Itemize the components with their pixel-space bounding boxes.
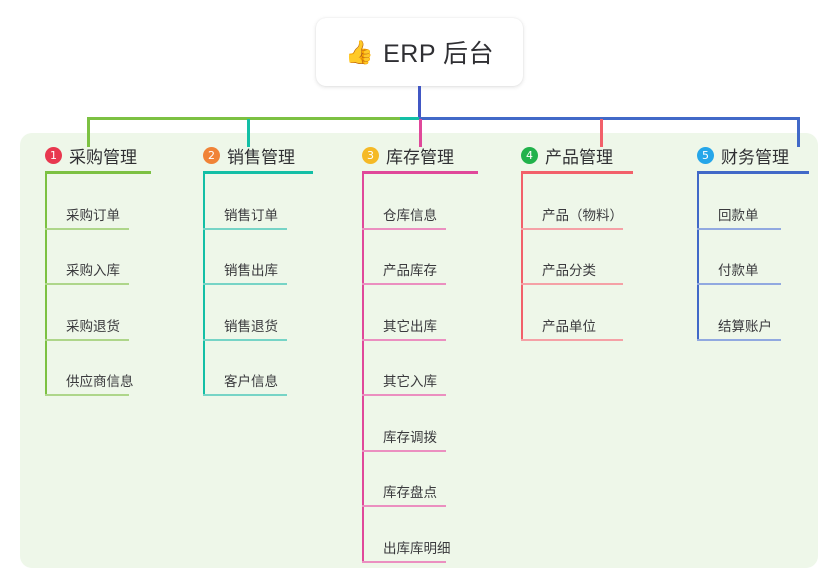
root-node-card[interactable]: 👍 ERP 后台 <box>316 18 523 86</box>
branch-stem <box>521 174 523 341</box>
branch-item-rule <box>362 560 446 563</box>
branch-header-rule <box>45 171 151 174</box>
branch-item-label[interactable]: 销售订单 <box>224 207 278 223</box>
connector-segment <box>87 117 400 120</box>
root-node-title: 👍 ERP 后台 <box>345 34 494 70</box>
branch-header-4[interactable]: 4 产品管理 <box>521 143 613 168</box>
branch-title: 库存管理 <box>386 148 454 167</box>
branch-item-rule <box>203 394 287 396</box>
branch-item-rule <box>362 283 446 285</box>
branch-item-rule <box>362 449 446 452</box>
branch-title: 产品管理 <box>545 148 613 167</box>
branch-item-label[interactable]: 其它出库 <box>383 318 437 334</box>
branch-item-label[interactable]: 产品（物料） <box>542 207 623 223</box>
connector-drop-line <box>419 119 422 147</box>
branch-item-rule <box>362 227 446 230</box>
branch-stem <box>697 174 699 341</box>
branch-item-label[interactable]: 付款单 <box>718 263 759 278</box>
branch-item-rule <box>697 227 781 230</box>
branch-stem <box>362 174 364 563</box>
thumbs-up-icon: 👍 <box>344 38 375 65</box>
branch-header-2[interactable]: 2 销售管理 <box>203 143 295 168</box>
branch-item-label[interactable]: 采购退货 <box>66 318 120 334</box>
branch-item-label[interactable]: 库存调拨 <box>383 429 437 445</box>
branch-item-rule <box>45 227 129 230</box>
branch-item-label[interactable]: 回款单 <box>718 207 759 223</box>
branch-header-rule <box>697 171 809 174</box>
branches-panel: 1 采购管理采购订单采购入库采购退货供应商信息 2 销售管理销售订单销售出库销售退货客… <box>20 133 818 568</box>
branch-stem <box>203 174 205 396</box>
branch-item-rule <box>697 283 781 285</box>
branch-number-badge: 3 <box>362 147 379 164</box>
branch-item-rule <box>203 227 287 230</box>
branch-header-rule <box>203 171 313 174</box>
branch-item-label[interactable]: 产品库存 <box>383 263 437 278</box>
connector-segment <box>419 117 800 120</box>
branch-item-label[interactable]: 产品分类 <box>542 263 596 278</box>
branch-item-label[interactable]: 库存盘点 <box>383 485 437 500</box>
connector-drop-line <box>600 119 603 147</box>
branch-item-rule <box>45 394 129 396</box>
branch-item-rule <box>45 338 129 341</box>
branch-title: 财务管理 <box>721 148 789 167</box>
branch-item-rule <box>521 338 623 341</box>
branch-number-badge: 1 <box>45 147 62 164</box>
branch-item-label[interactable]: 结算账户 <box>718 318 772 334</box>
branch-item-rule <box>45 283 129 285</box>
branch-item-rule <box>362 338 446 341</box>
branch-item-label[interactable]: 供应商信息 <box>66 374 134 389</box>
branch-item-rule <box>203 283 287 285</box>
branch-stem <box>45 174 47 396</box>
connector-drop-line <box>247 119 250 147</box>
branch-item-rule <box>203 338 287 341</box>
branch-item-rule <box>521 283 623 285</box>
branch-item-label[interactable]: 采购入库 <box>66 263 120 278</box>
branch-header-rule <box>362 171 478 174</box>
branch-item-label[interactable]: 仓库信息 <box>383 207 437 223</box>
branch-number-badge: 2 <box>203 147 220 164</box>
branch-item-label[interactable]: 出库库明细 <box>383 540 451 556</box>
branch-title: 销售管理 <box>227 148 295 167</box>
root-title-text: ERP 后台 <box>383 40 495 68</box>
branch-item-rule <box>362 505 446 507</box>
connector-drop-line <box>797 119 800 147</box>
branch-item-label[interactable]: 产品单位 <box>542 318 596 334</box>
connector-drop-line <box>87 119 90 147</box>
branch-item-label[interactable]: 采购订单 <box>66 207 120 223</box>
branch-number-badge: 5 <box>697 147 714 164</box>
branch-item-label[interactable]: 客户信息 <box>224 374 278 389</box>
branch-item-rule <box>521 227 623 230</box>
branch-item-label[interactable]: 其它入库 <box>383 374 437 389</box>
branch-header-rule <box>521 171 633 174</box>
branch-item-label[interactable]: 销售退货 <box>224 318 278 334</box>
branch-header-5[interactable]: 5 财务管理 <box>697 143 789 168</box>
branch-number-badge: 4 <box>521 147 538 164</box>
branch-item-rule <box>362 394 446 396</box>
branch-item-label[interactable]: 销售出库 <box>224 263 278 278</box>
root-connector-line <box>418 86 421 119</box>
branch-item-rule <box>697 338 781 341</box>
branch-header-3[interactable]: 3 库存管理 <box>362 143 454 168</box>
branch-header-1[interactable]: 1 采购管理 <box>45 143 137 168</box>
branch-title: 采购管理 <box>69 148 137 167</box>
